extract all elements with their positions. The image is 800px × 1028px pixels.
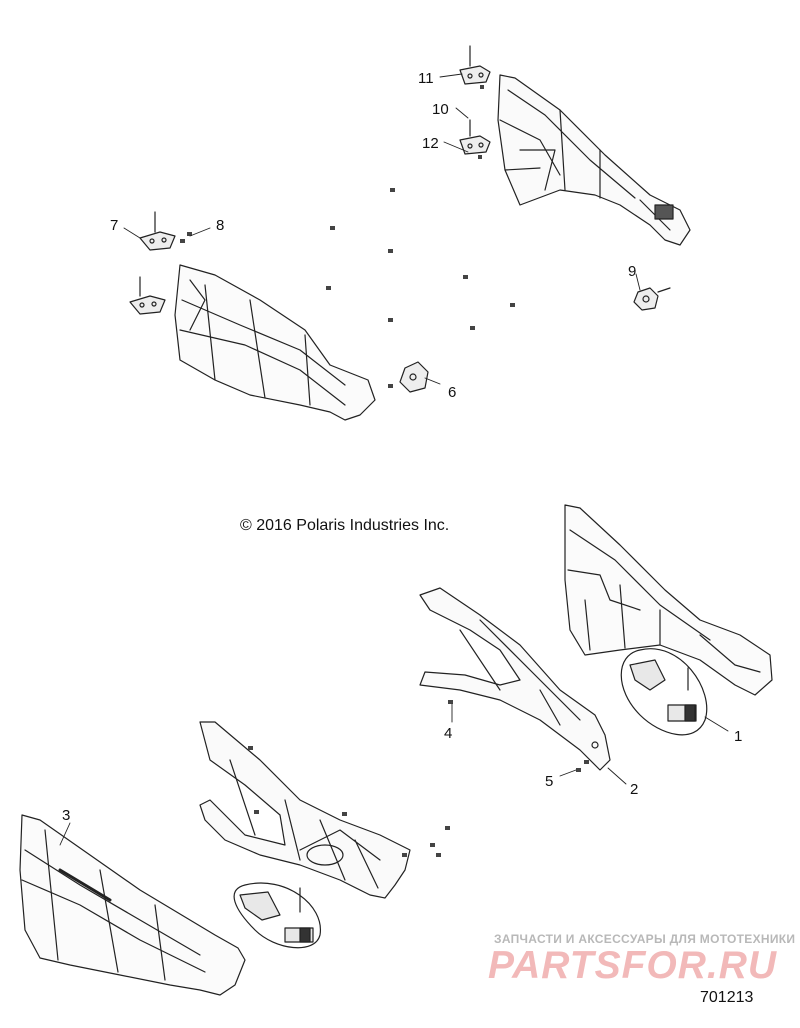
latch-assembly-1 bbox=[620, 648, 708, 736]
upper-door-frame bbox=[497, 74, 691, 246]
latch-assembly-lower bbox=[233, 882, 321, 949]
watermark-logo: PARTSFOR.RU bbox=[488, 944, 778, 987]
callout-3: 3 bbox=[62, 807, 70, 824]
callout-2: 2 bbox=[630, 781, 638, 798]
callout-6: 6 bbox=[448, 384, 456, 401]
callout-4: 4 bbox=[444, 725, 452, 742]
lower-door-panel-3 bbox=[19, 814, 246, 996]
callout-11: 11 bbox=[418, 70, 434, 87]
callout-8: 8 bbox=[216, 217, 224, 234]
callout-9: 9 bbox=[628, 263, 636, 280]
leader-lines bbox=[59, 73, 729, 846]
lower-frame-center bbox=[199, 721, 411, 899]
lower-door-panel-rear bbox=[564, 504, 773, 696]
fasteners-lower bbox=[248, 700, 589, 857]
fasteners-upper bbox=[180, 85, 515, 388]
hinge-upper-front bbox=[139, 211, 176, 251]
callout-12: 12 bbox=[422, 135, 439, 152]
latch-bracket-6 bbox=[399, 361, 429, 393]
callout-labels: 1 2 3 4 5 6 7 8 9 10 11 12 bbox=[62, 70, 742, 824]
watermark-tagline: ЗАПЧАСТИ И АКСЕССУАРЫ ДЛЯ МОТОТЕХНИКИ bbox=[494, 932, 796, 946]
hinge-lower-rear bbox=[459, 119, 491, 155]
upper-door-panel bbox=[174, 264, 376, 421]
latch-bracket-9 bbox=[633, 287, 671, 311]
callout-5: 5 bbox=[545, 773, 553, 790]
hinge-upper-rear bbox=[459, 45, 491, 85]
drawing-number: 701213 bbox=[700, 989, 754, 1006]
callout-7: 7 bbox=[110, 217, 118, 234]
hinge-lower-front bbox=[129, 276, 166, 315]
copyright-notice: © 2016 Polaris Industries Inc. bbox=[240, 517, 450, 534]
lower-frame-2 bbox=[419, 587, 611, 771]
callout-1: 1 bbox=[734, 728, 742, 745]
callout-10: 10 bbox=[432, 101, 449, 118]
